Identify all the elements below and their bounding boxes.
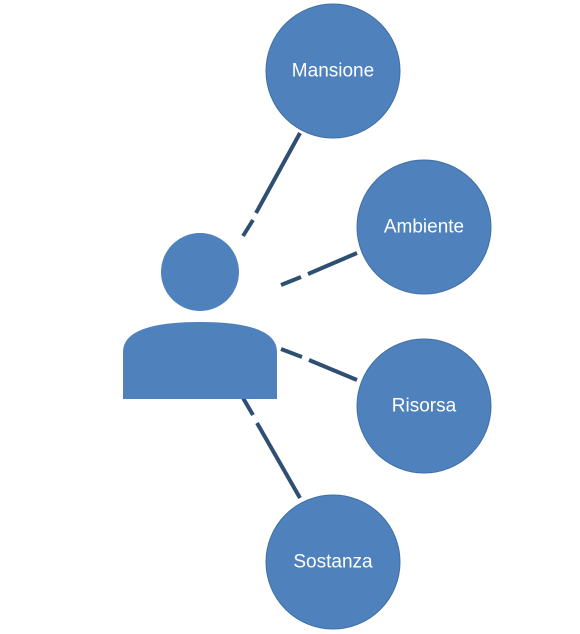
node-label-ambiente: Ambiente: [384, 217, 464, 238]
node-label-mansione: Mansione: [292, 61, 374, 82]
node-mansione: Mansione: [265, 3, 401, 139]
node-circle-risorsa: [356, 338, 492, 474]
connector-risorsa: [280, 347, 358, 382]
node-circle-mansione: [265, 3, 401, 139]
connector-ambiente: [280, 251, 358, 287]
node-circle-ambiente: [356, 159, 492, 295]
connector-sostanza: [241, 396, 302, 499]
node-label-sostanza: Sostanza: [293, 552, 373, 573]
node-label-risorsa: Risorsa: [392, 396, 457, 417]
node-circle-sostanza: [265, 494, 401, 630]
person-body: [123, 322, 277, 399]
person-head: [161, 233, 239, 311]
person-icon: [123, 233, 277, 399]
node-risorsa: Risorsa: [356, 338, 492, 474]
connector-mansione: [241, 132, 302, 238]
node-sostanza: Sostanza: [265, 494, 401, 630]
node-ambiente: Ambiente: [356, 159, 492, 295]
connectors: [241, 132, 358, 499]
